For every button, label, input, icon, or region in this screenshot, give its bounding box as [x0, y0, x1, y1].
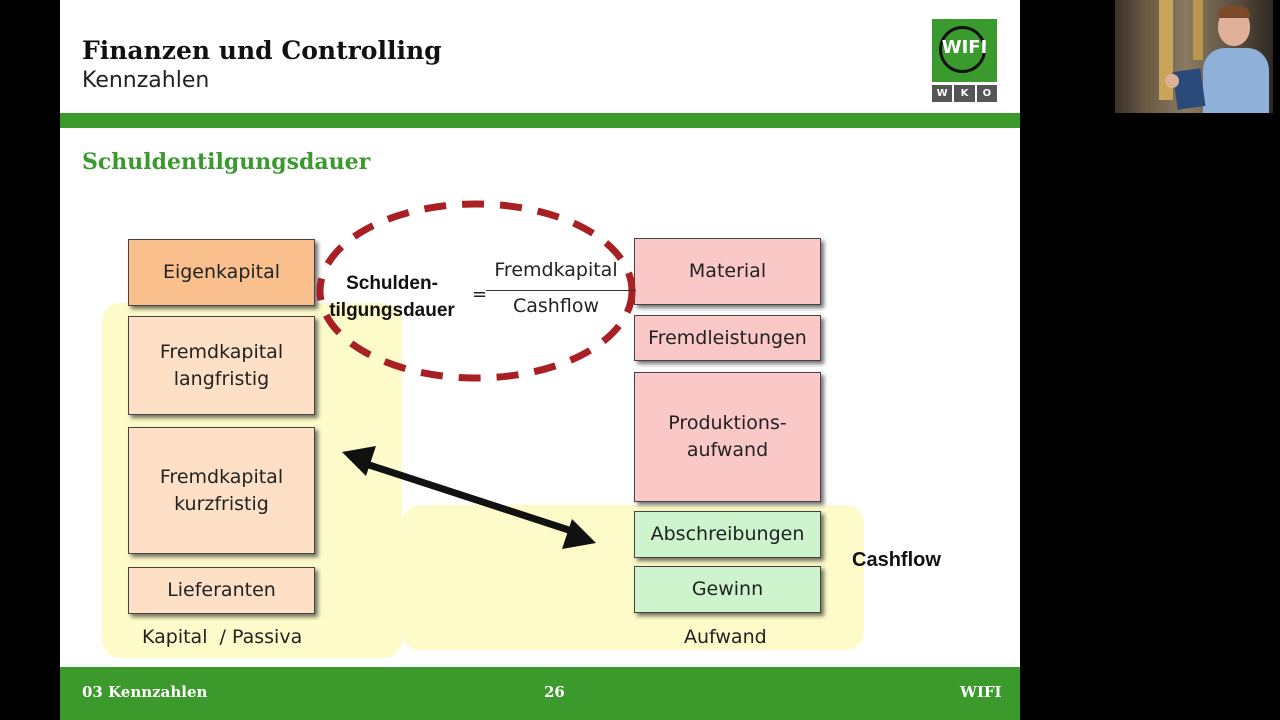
formula-lhs: Schulden-tilgungsdauer [329, 273, 455, 321]
fraction-line [486, 290, 636, 291]
footer-page-number: 26 [544, 683, 565, 701]
arrow-head-left [342, 446, 376, 476]
footer-left: 03 Kennzahlen [82, 683, 208, 701]
wifi-logo: WIFI W K O [932, 19, 997, 102]
formula-denominator: Cashflow [513, 295, 599, 317]
formula-numerator: Fremdkapital [494, 259, 618, 281]
passiva-caption: Kapital / Passiva [142, 626, 303, 648]
highlight-ellipse [316, 200, 636, 382]
aufwand-caption: Aufwand [684, 626, 767, 648]
double-arrow-shaft [358, 458, 580, 537]
header-divider [60, 113, 1020, 128]
box-gewinn: Gewinn [634, 566, 821, 613]
wko-letter: W [932, 85, 953, 102]
box-abschreibungen: Abschreibungen [634, 511, 821, 558]
wko-letter: O [976, 85, 997, 102]
slide: Finanzen und Controlling Kennzahlen WIFI… [60, 0, 1020, 720]
arrow-head-right [562, 519, 596, 549]
wko-letter: K [954, 85, 975, 102]
slide-subtitle: Kennzahlen [82, 68, 210, 93]
cashflow-label: Cashflow [852, 549, 941, 571]
diagram-overlay [316, 200, 636, 549]
slide-title: Finanzen und Controlling [82, 36, 442, 65]
footer-bar [60, 667, 1020, 720]
box-material: Material [634, 238, 821, 305]
box-eigenkapital: Eigenkapital [128, 239, 315, 306]
book-icon [1172, 68, 1206, 110]
box-fremdleistungen: Fremdleistungen [634, 315, 821, 361]
presenter-video[interactable] [1115, 0, 1273, 113]
box-produktionsaufwand: Produktions-aufwand [634, 372, 821, 502]
wko-bar: W K O [932, 85, 997, 102]
logo-text: WIFI [941, 37, 988, 58]
footer-right: WIFI [960, 683, 1002, 701]
section-title: Schuldentilgungsdauer [82, 149, 371, 175]
box-lieferanten: Lieferanten [128, 567, 315, 614]
formula-equals: = [472, 284, 488, 305]
